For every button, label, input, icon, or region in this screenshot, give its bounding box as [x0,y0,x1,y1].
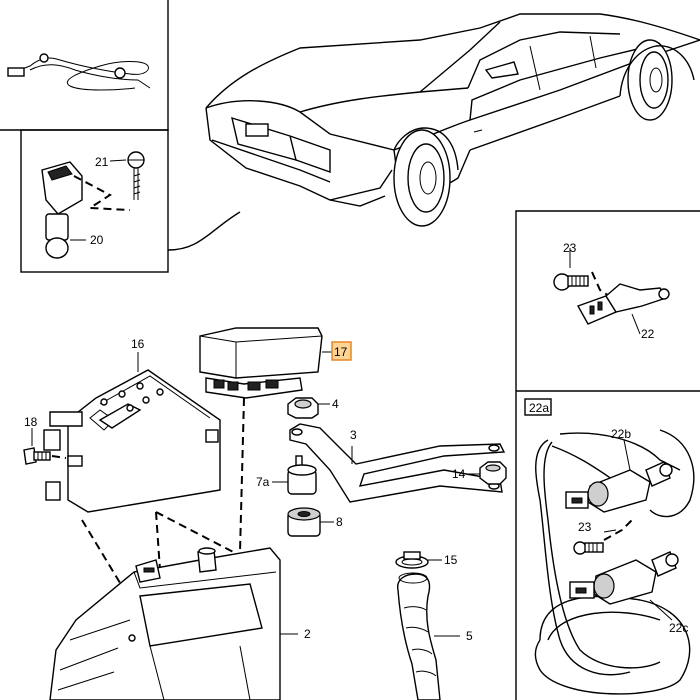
label-4: 4 [332,397,339,411]
label-14: 14 [452,467,466,481]
bracket-16 [43,352,221,513]
label-5: 5 [466,629,473,643]
car-illustration [205,13,700,227]
label-17: 17 [334,345,348,359]
label-7a: 7a [256,475,270,489]
clamp-15 [395,551,442,569]
label-23-harness: 23 [578,520,592,534]
label-22b: 22b [611,427,631,441]
label-22c: 22c [669,621,688,635]
label-3: 3 [350,428,357,442]
label-17-highlight [331,341,352,361]
dash-16-right [155,511,161,571]
nut-14 [468,461,507,485]
control-unit-17 [199,327,332,399]
label-15: 15 [444,553,458,567]
hose-5 [397,572,460,700]
label-23-top: 23 [563,241,577,255]
bush-8 [287,507,334,537]
dash-17-to-2 [239,397,245,553]
label-8: 8 [336,515,343,529]
label-16: 16 [131,337,145,351]
mount-7a [272,455,317,495]
label-18: 18 [24,415,38,429]
housing-2 [49,547,298,700]
screw-18 [23,428,67,465]
label-22a: 22a [529,401,549,415]
bulb-holder-inset [41,151,145,259]
label-2: 2 [304,627,311,641]
label-20: 20 [90,233,104,247]
harness-inset [524,398,695,695]
callout-line-inset [167,211,241,251]
rail-3 [289,423,506,503]
label-22: 22 [641,327,655,341]
label-21: 21 [95,155,109,169]
cable-connector-inset [7,53,151,91]
sensor-inset [553,248,670,335]
nut-4 [287,397,330,419]
